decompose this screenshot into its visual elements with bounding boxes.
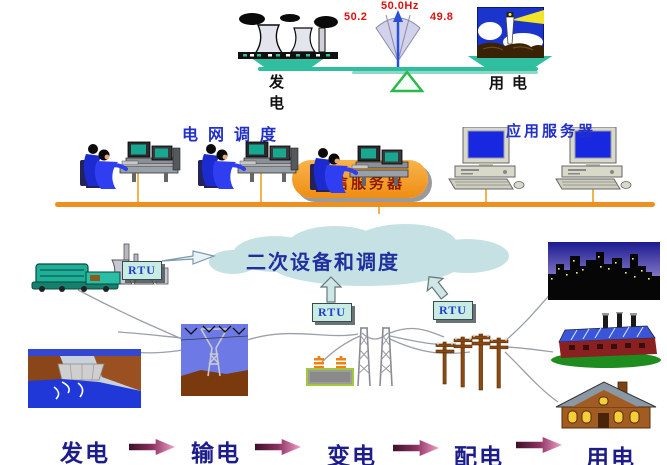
- lighthouse-icon: [477, 7, 544, 58]
- desktop-computer-icon: [555, 127, 632, 190]
- freq-low-label: 50.2: [344, 11, 368, 23]
- drop-link-ws2: [260, 172, 262, 202]
- drop-link-ws1: [137, 172, 139, 202]
- frequency-gauge-icon: [375, 10, 421, 67]
- transmission-tower-icon: [181, 324, 248, 396]
- drop-link-pc1: [485, 186, 487, 202]
- rtu-label: RTU: [318, 305, 346, 319]
- lan-bus-line: [55, 202, 655, 207]
- stage-label-consumption: 用电: [586, 445, 636, 465]
- generation-top-label: 发电: [267, 74, 284, 116]
- distribution-poles-icon: [435, 333, 509, 391]
- balance-beam: [258, 67, 538, 71]
- dispatch-cloud: [209, 224, 509, 286]
- drop-link-pc2: [592, 186, 594, 202]
- cloud-label: 二次设备和调度: [246, 252, 400, 274]
- balance-beam-shadow: [352, 71, 538, 74]
- factory-icon: [551, 312, 661, 368]
- consumption-top-label: 用电: [489, 75, 536, 92]
- stage-label-transmission: 输电: [191, 440, 241, 465]
- fulcrum-triangle-icon: [389, 70, 425, 93]
- rtu-arrow-right-icon: [161, 250, 216, 265]
- hydro-dam-icon: [28, 349, 141, 408]
- city-skyline-icon: [548, 242, 660, 300]
- rtu-label: RTU: [439, 303, 467, 317]
- grid-dispatch-label: 电网调度: [182, 127, 287, 144]
- rtu-label: RTU: [128, 263, 156, 277]
- rtu-arrow-upleft-icon: [426, 276, 449, 300]
- operator-workstation-icon: [310, 145, 409, 193]
- power-plant-icon: [238, 13, 338, 59]
- desktop-computer-icon: [448, 127, 525, 190]
- rtu-box-substation: RTU: [312, 303, 352, 322]
- rtu-arrow-up-icon: [320, 276, 342, 303]
- stage-label-distribution: 配电: [454, 444, 504, 465]
- rtu-box-distribution: RTU: [433, 301, 473, 320]
- lattice-pylon-icon: [357, 327, 393, 387]
- stage-label-generation: 发电: [60, 440, 110, 465]
- operator-workstation-icon: [80, 141, 181, 189]
- stage-label-transformation: 变电: [327, 443, 377, 465]
- app-server-label: 应用服务器: [506, 123, 597, 140]
- freq-high-label: 49.8: [430, 11, 454, 23]
- transformer-icon: [306, 356, 354, 386]
- freq-mid-label: 50.0Hz: [381, 0, 419, 12]
- operator-workstation-icon: [198, 141, 299, 189]
- house-icon: [555, 381, 657, 429]
- balance-right-pan: [467, 56, 553, 68]
- rtu-box-plant: RTU: [122, 261, 162, 280]
